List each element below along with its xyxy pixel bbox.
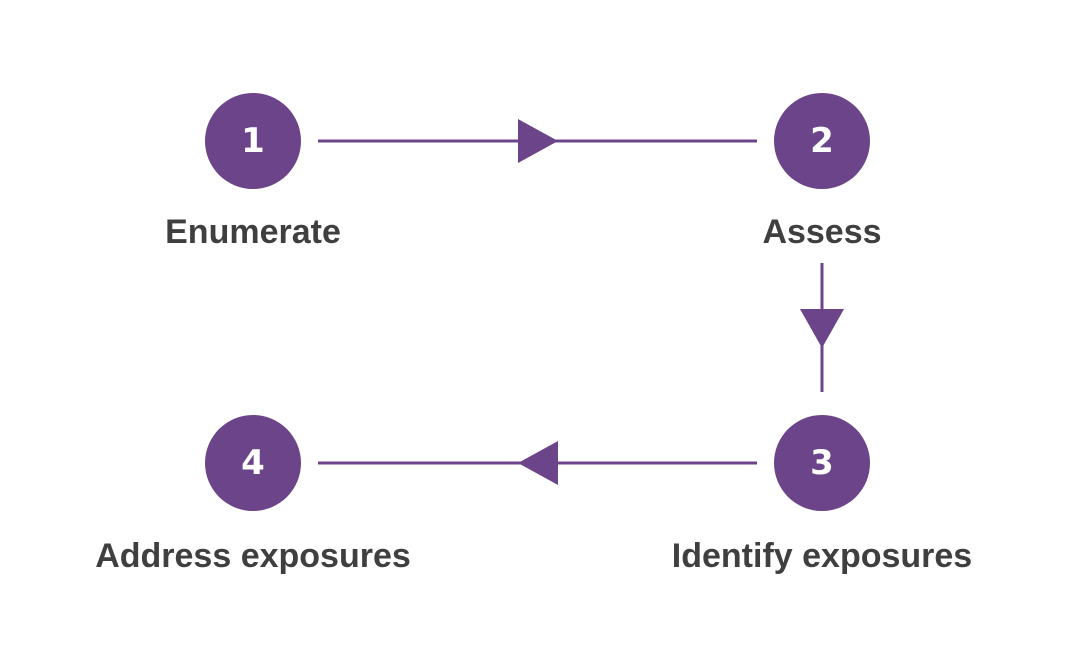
step-2-label: Assess <box>762 213 882 251</box>
step-1-circle: 1 <box>205 93 301 189</box>
arrow-left-icon <box>518 441 558 485</box>
step-3-number: 3 <box>810 443 834 483</box>
step-1-label: Enumerate <box>165 213 341 251</box>
step-3-circle: 3 <box>774 415 870 511</box>
step-3-label: Identify exposures <box>671 537 973 575</box>
step-2-circle: 2 <box>774 93 870 189</box>
arrow-right-icon <box>518 119 558 163</box>
step-2-number: 2 <box>810 121 834 161</box>
arrow-down-icon <box>800 309 844 348</box>
step-4-label: Address exposures <box>95 537 411 575</box>
step-1-number: 1 <box>241 121 265 161</box>
step-4-number: 4 <box>241 443 265 483</box>
step-4-circle: 4 <box>205 415 301 511</box>
